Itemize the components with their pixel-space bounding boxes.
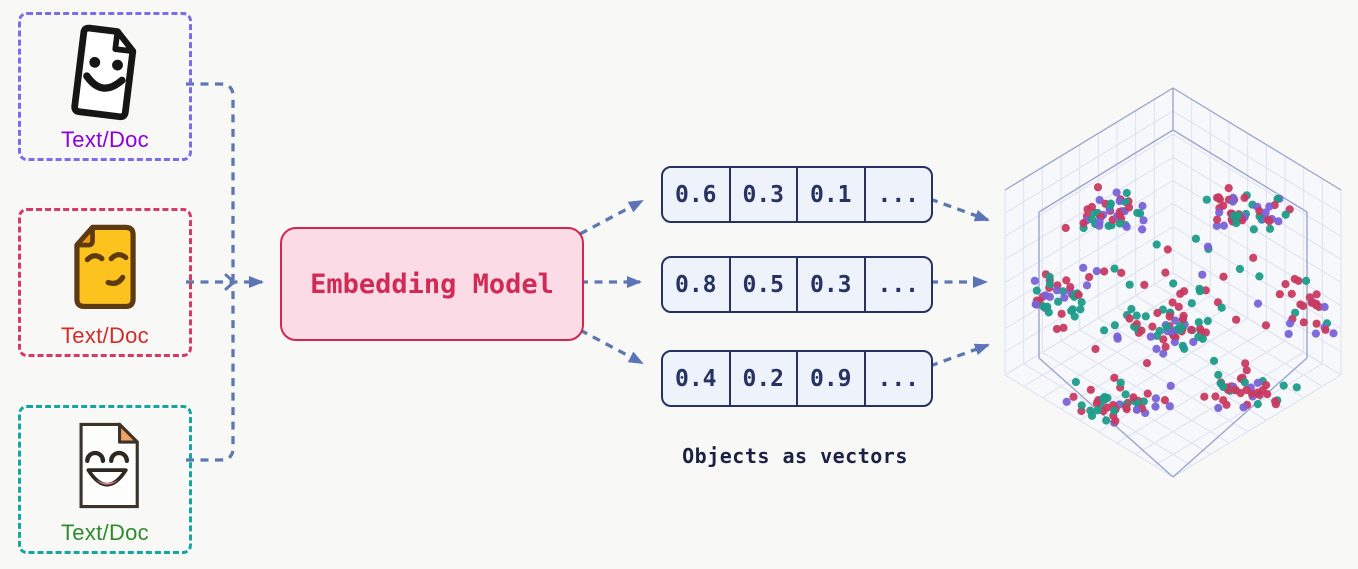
scatter-cube xyxy=(1004,87,1342,478)
vector-row-3: 0.4 0.2 0.9 ... xyxy=(661,350,933,407)
connector-row3-to-plot xyxy=(929,343,990,368)
document-laugh-icon xyxy=(79,422,139,509)
document-smile-outline-icon xyxy=(71,24,137,121)
embedding-model-box: Embedding Model xyxy=(280,227,584,341)
connector-top-elbow xyxy=(186,82,235,280)
vector-cell: 0.9 xyxy=(796,352,864,405)
source-box-textdoc-2: Text/Doc xyxy=(18,208,192,357)
connector-row1-to-plot xyxy=(929,197,990,222)
vector-space-plot xyxy=(985,60,1358,520)
connector-model-to-row1 xyxy=(579,199,644,236)
source-box-textdoc-3: Text/Doc xyxy=(18,405,192,554)
vector-row-1: 0.6 0.3 0.1 ... xyxy=(661,166,933,223)
connector-bottom-elbow xyxy=(186,284,235,462)
vector-cell: 0.3 xyxy=(728,168,797,221)
source-label: Text/Doc xyxy=(61,323,149,348)
vector-cell: 0.6 xyxy=(674,181,717,208)
vector-cell-ellipsis: ... xyxy=(863,352,932,405)
objects-as-vectors-caption: Objects as vectors xyxy=(682,444,908,468)
vector-cell: 0.5 xyxy=(728,258,797,311)
vector-cell: 0.3 xyxy=(796,258,864,311)
connector-model-to-row3 xyxy=(579,328,644,365)
junction-chevron xyxy=(224,273,237,291)
document-smirk-yellow-icon xyxy=(74,224,136,310)
vector-row-2: 0.8 0.5 0.3 ... xyxy=(661,256,933,313)
vector-cell: 0.4 xyxy=(674,365,717,392)
source-label: Text/Doc xyxy=(61,127,149,152)
vector-cell: 0.1 xyxy=(796,168,864,221)
vector-cell-ellipsis: ... xyxy=(863,258,932,311)
source-label: Text/Doc xyxy=(61,520,149,545)
vector-cell-ellipsis: ... xyxy=(863,168,932,221)
vector-cell: 0.2 xyxy=(728,352,797,405)
embedding-model-label: Embedding Model xyxy=(310,268,554,300)
vector-cell: 0.8 xyxy=(674,271,717,298)
source-box-textdoc-1: Text/Doc xyxy=(18,12,192,161)
